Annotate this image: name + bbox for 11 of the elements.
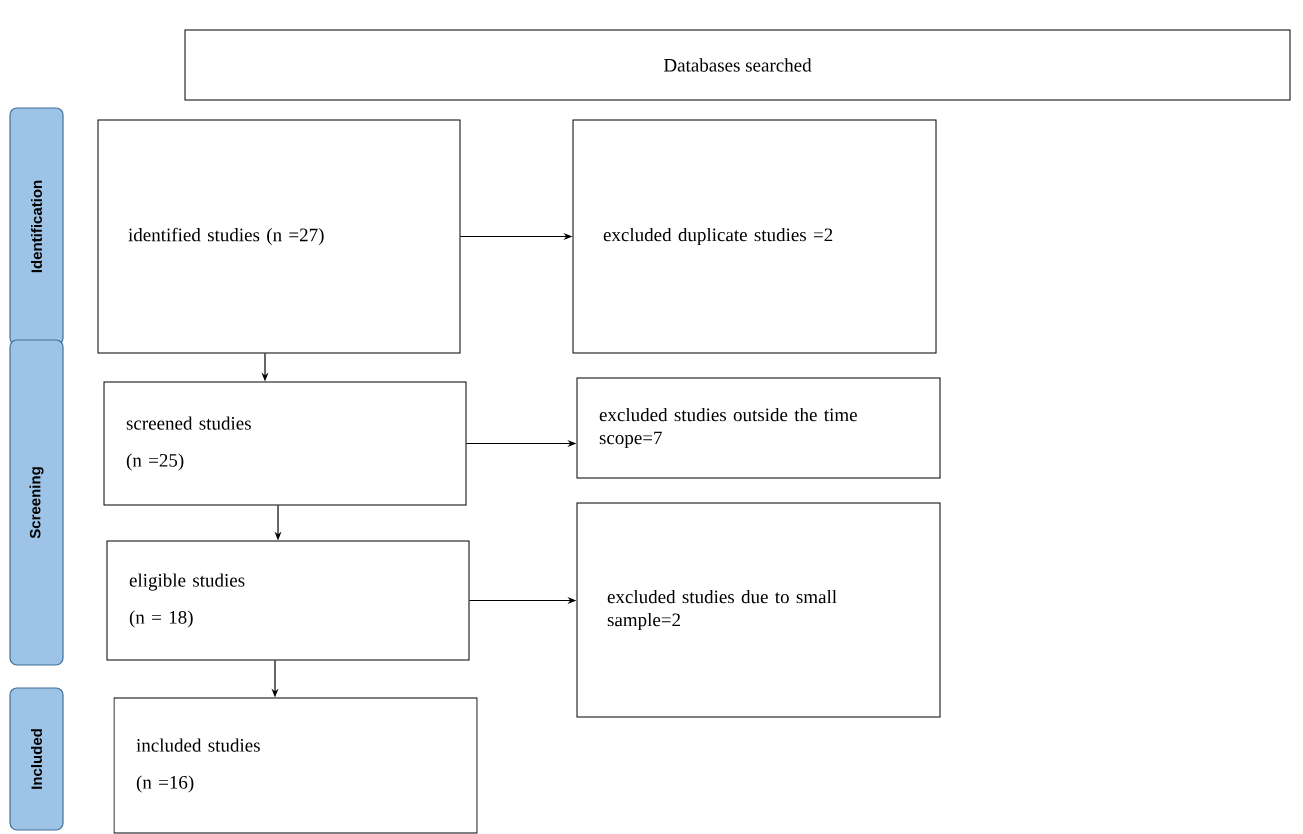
process-box: identified studies (n =27) xyxy=(97,119,461,354)
header-box: Databases searched xyxy=(184,29,1291,101)
stage-band: Screening xyxy=(9,339,64,666)
process-box: eligible studies (n = 18) xyxy=(106,540,470,661)
process-box: excluded studies outside the time scope=7 xyxy=(576,377,941,479)
process-box: excluded duplicate studies =2 xyxy=(572,119,937,354)
stage-band: Identification xyxy=(9,107,64,346)
process-box: excluded studies due to small sample=2 xyxy=(576,502,941,718)
process-box: screened studies (n =25) xyxy=(103,381,467,506)
stage-band: Included xyxy=(9,687,64,831)
process-box: included studies (n =16) xyxy=(113,697,478,834)
